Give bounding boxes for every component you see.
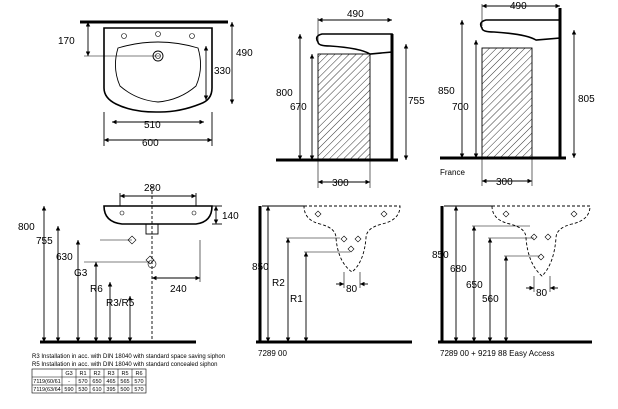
tap-mark-1a [314,210,322,218]
tap-mark-2b [570,210,578,218]
table-cell: - [68,379,70,385]
tap-mark-1b [380,210,388,218]
dim-height-630: 630 [56,252,73,263]
pedestal-1 [317,53,371,161]
dim-d80-b: 80 [536,288,548,299]
spec-table: G3 R1 R2 R3 R5 R6 7119(60/61 - 570 650 465 565 570 71… [31,368,147,394]
dim-r6: R6 [90,284,103,295]
dim-inner-510: 510 [144,120,161,131]
pedestal-2 [481,47,533,159]
table-cell: 7119(60/61 [33,379,60,385]
dim-width-280: 280 [144,183,161,194]
table-header-cell: R5 [121,371,128,377]
siphon-mark-1 [347,245,355,253]
dim-depth-140: 140 [222,211,239,222]
dim-height-800-b: 800 [18,222,35,233]
note-r3: R3 Installation in acc. with DIN 18040 w… [32,354,225,360]
dim-height-850-b: 850 [252,262,269,273]
basin-front [103,205,213,225]
dim-depth-490: 490 [236,48,253,59]
table-cell: 610 [92,387,101,393]
siphon-mark [147,259,157,269]
note-r5: R5 Installation in acc. with DIN 18040 w… [32,362,217,368]
dim-height-850-a: 850 [438,86,455,97]
supply-mark-2 [145,255,155,265]
siphon-view-2: 850 680 650 560 80 7289 00 + 9219 88 Eas… [432,205,592,358]
supply-mark-1a [340,235,348,243]
table-cell: 500 [120,387,129,393]
dim-height-805: 805 [578,94,595,105]
label-france: France [440,168,465,177]
dim-height-755-b: 755 [36,236,53,247]
supply-mark-1 [127,235,137,245]
tap-mark-2a [502,210,510,218]
dim-height-800: 800 [276,88,293,99]
dim-waste-300-a: 300 [332,178,349,189]
dim-depth-490-b: 490 [510,1,527,12]
caption-7289-00: 7289 00 [258,349,287,358]
table-cell: 565 [120,379,129,385]
side-view-1: 490 800 670 755 300 [276,9,425,189]
dim-r1: R1 [290,294,303,305]
supply-mark-1b [354,235,362,243]
table-cell: 395 [106,387,115,393]
table-cell: 530 [78,387,87,393]
basin-front-dashed-2 [491,205,591,277]
table-header-cell: R6 [135,371,142,377]
basin-profile-1 [315,33,393,55]
table-cell: 650 [92,379,101,385]
basin-bowl [115,41,201,103]
tap-hole-left [121,33,127,39]
tap-mark-left [119,210,125,216]
table-header-cell: R3 [107,371,114,377]
table-cell: 570 [134,379,143,385]
table-header-cell: R1 [79,371,86,377]
table-frame [31,368,147,394]
basin-front-dashed-1 [303,205,401,273]
table-cell: 465 [106,379,115,385]
dim-height-560: 560 [482,294,499,305]
dim-d80-a: 80 [346,284,358,295]
dim-depth-490-a: 490 [347,9,364,20]
dim-height-680: 680 [450,264,467,275]
siphon-view-1: 850 R2 R1 80 7289 00 [252,205,412,358]
dim-waste-300-b: 300 [496,177,513,188]
table-cell: 590 [64,387,73,393]
dim-width-600: 600 [142,138,159,149]
dim-height-650: 650 [466,280,483,291]
tap-mark-right [191,210,197,216]
dim-tap-170: 170 [58,36,75,47]
table-cell: 570 [78,379,87,385]
dim-height-700: 700 [452,102,469,113]
table-header-cell: G3 [65,371,72,377]
basin-profile-2 [479,19,561,41]
dim-g3: G3 [74,268,88,279]
dim-inner-330: 330 [214,66,231,77]
dim-offset-240: 240 [170,284,187,295]
side-view-2: 490 850 700 805 300 France [438,1,595,188]
supply-mark-2a [530,233,538,241]
basin-outline [103,27,213,113]
dim-r3-r5: R3/R5 [106,298,135,309]
dim-height-850-c: 850 [432,250,449,261]
dim-r2: R2 [272,278,285,289]
caption-easy-access: 7289 00 + 9219 88 Easy Access [440,349,555,358]
top-view: 600 510 490 330 170 [58,20,253,149]
front-view: 280 140 800 755 630 G3 R6 R3/R5 240 [18,183,239,344]
table-cell: 570 [134,387,143,393]
supply-mark-2b [544,233,552,241]
dim-height-670: 670 [290,102,307,113]
tap-hole-right [189,33,195,39]
tap-hole-center [155,31,161,37]
table-header-cell: R2 [93,371,100,377]
dim-height-755: 755 [408,96,425,107]
siphon-mark-2 [537,253,545,261]
table-cell: 7119(63/64 [33,387,60,393]
